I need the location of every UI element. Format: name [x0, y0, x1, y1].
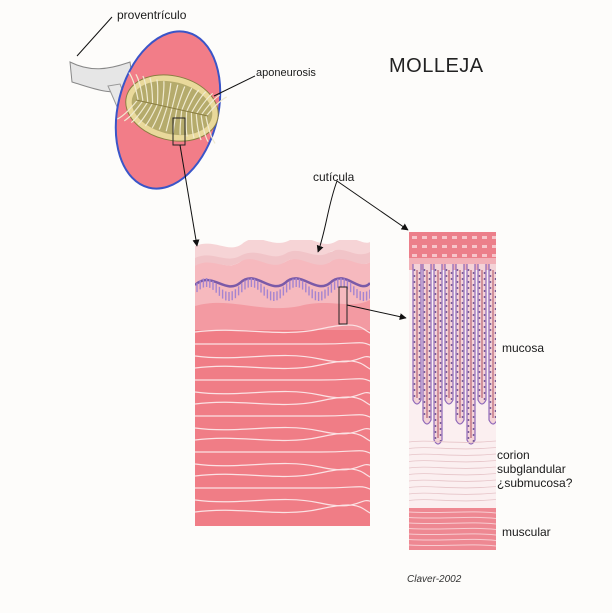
label-mucosa: mucosa — [502, 341, 545, 355]
label-corion-line-1: corion — [497, 448, 530, 462]
label-corion-line-3: ¿submucosa? — [497, 476, 573, 490]
label-proventriculo: proventrículo — [117, 8, 187, 22]
leader-lines — [76, 16, 409, 321]
mucosa-column-icon — [409, 232, 496, 550]
gizzard-icon — [69, 30, 227, 190]
author-credit: Claver-2002 — [407, 574, 462, 585]
section-block-icon — [195, 240, 370, 526]
diagram-title: MOLLEJA — [389, 55, 484, 77]
label-muscular: muscular — [502, 525, 551, 539]
label-aponeurosis: aponeurosis — [256, 67, 316, 79]
label-corion-line-2: subglandular — [497, 462, 566, 476]
label-cuticula: cutícula — [313, 170, 355, 184]
label-corion: corion subglandular ¿submucosa? — [497, 448, 572, 490]
